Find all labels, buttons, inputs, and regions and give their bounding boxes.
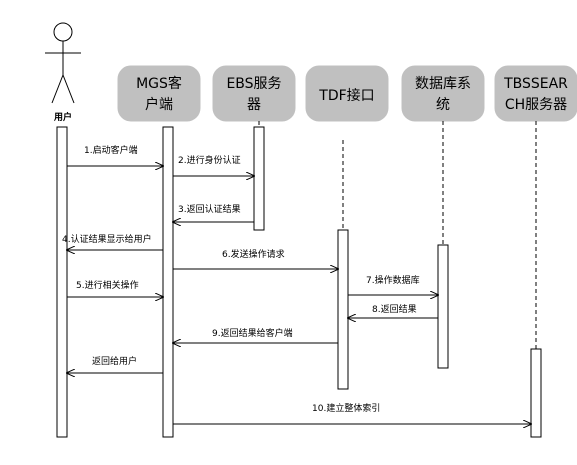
message-label: 3.返回认证结果 — [178, 203, 241, 215]
participant-label-line2: 器 — [247, 97, 261, 113]
message-label: 1.启动客户端 — [84, 144, 138, 156]
actor-head — [53, 22, 73, 42]
messages — [67, 166, 531, 424]
activation-db — [437, 244, 449, 369]
activation-mgs — [162, 126, 174, 438]
actor-user: 用户 — [45, 22, 81, 123]
message-labels: 1.启动客户端 2.进行身份认证 3.返回认证结果 4.认证结果显示给用户 6.… — [62, 144, 420, 414]
participant-label-line1: TDF接口 — [318, 87, 374, 104]
participant-label-line1: 数据库系 — [415, 76, 471, 92]
participant-label-line1: EBS服务 — [226, 76, 281, 92]
activation-ebs — [253, 126, 265, 231]
actor-leg-left — [51, 74, 64, 104]
participant-box — [212, 65, 296, 122]
message-label: 4.认证结果显示给用户 — [62, 233, 152, 245]
participant-label-line1: MGS客 — [136, 75, 182, 92]
message-label: 5.进行相关操作 — [76, 279, 139, 291]
actor-leg-right — [62, 74, 75, 104]
participant-label-line1: TBSSEAR — [503, 76, 568, 92]
message-label: 6.发送操作请求 — [222, 248, 285, 260]
message-label: 7.操作数据库 — [366, 274, 420, 286]
participant-box — [305, 65, 389, 122]
activation-tdf — [337, 229, 349, 390]
participant-ebs: EBS服务 器 — [212, 65, 296, 122]
activation-user — [56, 126, 68, 438]
participant-tdf: TDF接口 — [305, 65, 389, 122]
participant-label-line2: 户端 — [145, 96, 173, 113]
lifelines — [258, 121, 537, 349]
message-label: 8.返回结果 — [372, 303, 417, 315]
participant-db: 数据库系 统 — [401, 65, 485, 122]
participant-label-line2: 统 — [436, 97, 450, 113]
participant-mgs: MGS客 户端 — [117, 65, 201, 122]
actor-label: 用户 — [53, 111, 72, 123]
message-label: 2.进行身份认证 — [178, 154, 241, 166]
activation-tbs — [530, 348, 542, 438]
participant-label-line2: CH服务器 — [505, 97, 567, 113]
message-label: 返回给用户 — [92, 355, 137, 367]
participant-tbs: TBSSEAR CH服务器 — [494, 65, 577, 122]
participant-box — [117, 65, 201, 122]
message-label: 10.建立整体索引 — [312, 402, 380, 414]
message-label: 9.返回结果给客户端 — [212, 327, 293, 339]
